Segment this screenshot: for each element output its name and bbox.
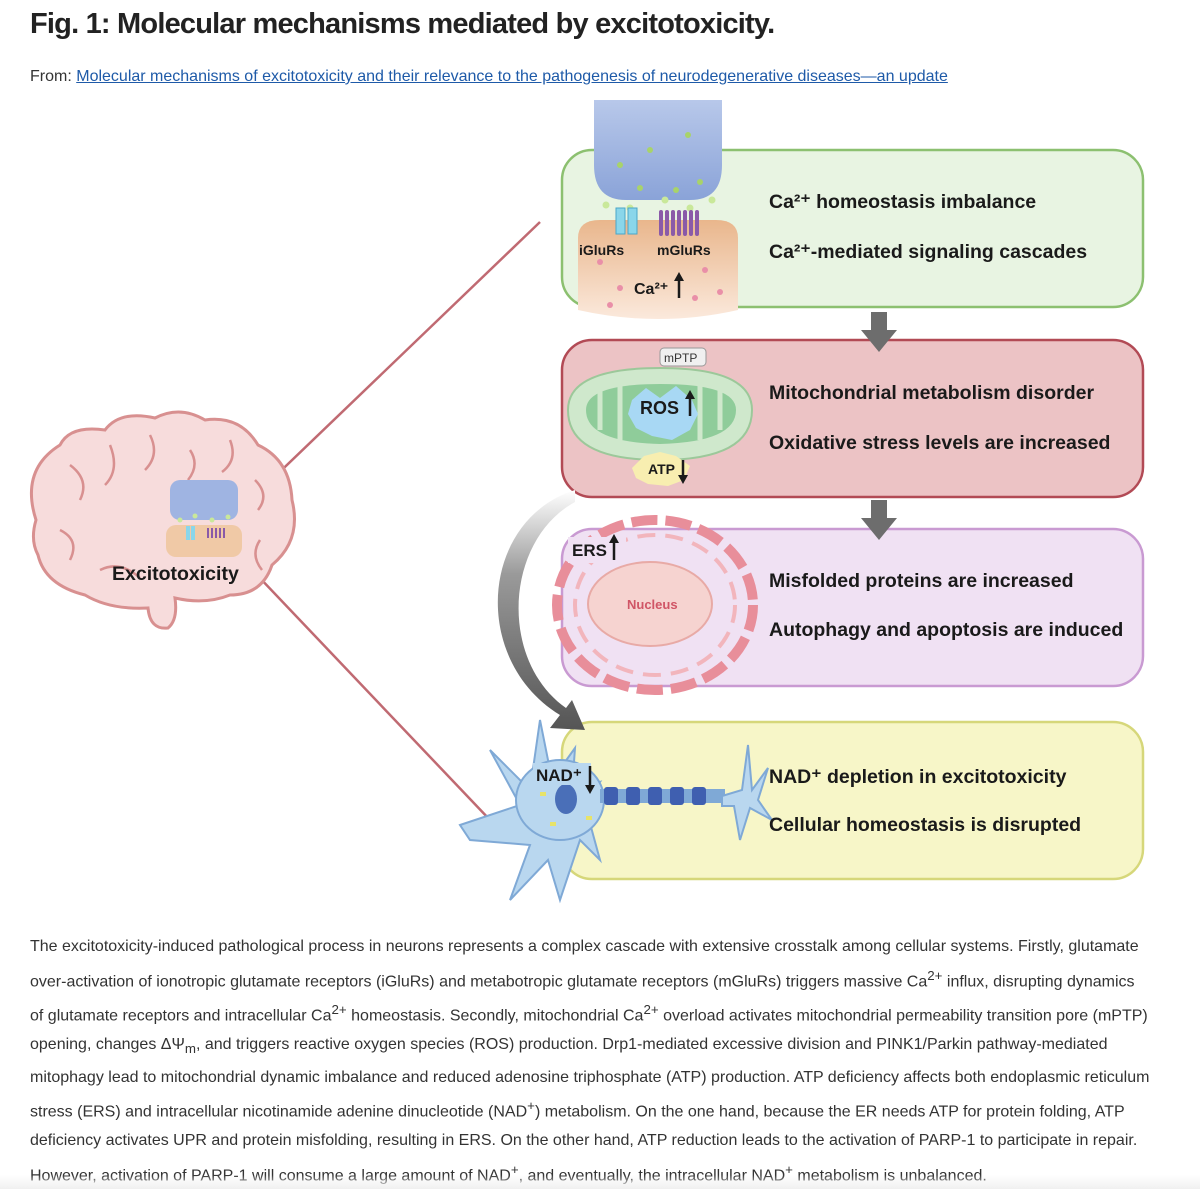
ers-label: ERS: [572, 541, 607, 560]
curved-arrow-icon: [497, 490, 585, 730]
box3-line1: Misfolded proteins are increased: [769, 570, 1074, 592]
box2-line2: Oxidative stress levels are increased: [769, 432, 1111, 454]
figure-title: Fig. 1: Molecular mechanisms mediated by…: [30, 8, 775, 40]
mptp-label: mPTP: [664, 351, 697, 365]
up-arrow-icon: [674, 272, 684, 298]
synapse-icon: iGluRs mGluRs Ca²⁺: [578, 100, 738, 319]
atp-label: ATP: [648, 461, 675, 477]
box4-line1: NAD⁺ depletion in excitotoxicity: [769, 766, 1067, 788]
nad-label: NAD⁺: [536, 766, 582, 785]
source-article-link[interactable]: Molecular mechanisms of excitotoxicity a…: [76, 68, 948, 85]
box1-line1: Ca²⁺ homeostasis imbalance: [769, 191, 1037, 213]
nucleus-label: Nucleus: [627, 597, 678, 612]
box1-line2: Ca²⁺-mediated signaling cascades: [769, 241, 1088, 263]
figure-caption: The excitotoxicity-induced pathological …: [30, 938, 1150, 1184]
up-arrow-icon: [685, 390, 695, 416]
box3-line2: Autophagy and apoptosis are induced: [769, 619, 1124, 641]
down-arrow-icon: [585, 766, 595, 794]
mglurs-label: mGluRs: [657, 242, 711, 258]
bottom-fade: [0, 1175, 1200, 1189]
connector-line-top: [237, 221, 541, 513]
er-nucleus-icon: Nucleus ERS: [552, 515, 758, 695]
up-arrow-icon: [609, 534, 619, 560]
neuron-icon: NAD⁺: [458, 719, 773, 904]
down-arrow-icon: [861, 312, 897, 352]
from-label: From:: [30, 68, 72, 85]
figure-illustration: iGluRs mGluRs Ca²⁺ mPTP ROS ATP: [29, 100, 1145, 904]
mitochondrion-icon: mPTP ROS ATP: [566, 347, 754, 486]
down-arrow-icon: [678, 460, 688, 484]
source-line: From: Molecular mechanisms of excitotoxi…: [30, 68, 948, 86]
figure-panel: iGluRs mGluRs Ca²⁺ mPTP ROS ATP: [0, 100, 1200, 910]
ros-label: ROS: [640, 398, 679, 418]
calcium-label: Ca²⁺: [634, 281, 668, 298]
box4-line2: Cellular homeostasis is disrupted: [769, 814, 1082, 836]
brain-icon: Excitotoxicity: [29, 410, 296, 630]
down-arrow-icon: [861, 500, 897, 540]
connector-line-bottom: [237, 554, 491, 821]
box2-line1: Mitochondrial metabolism disorder: [769, 382, 1095, 404]
iglurs-label: iGluRs: [579, 242, 624, 258]
excitotoxicity-label: Excitotoxicity: [112, 563, 239, 585]
